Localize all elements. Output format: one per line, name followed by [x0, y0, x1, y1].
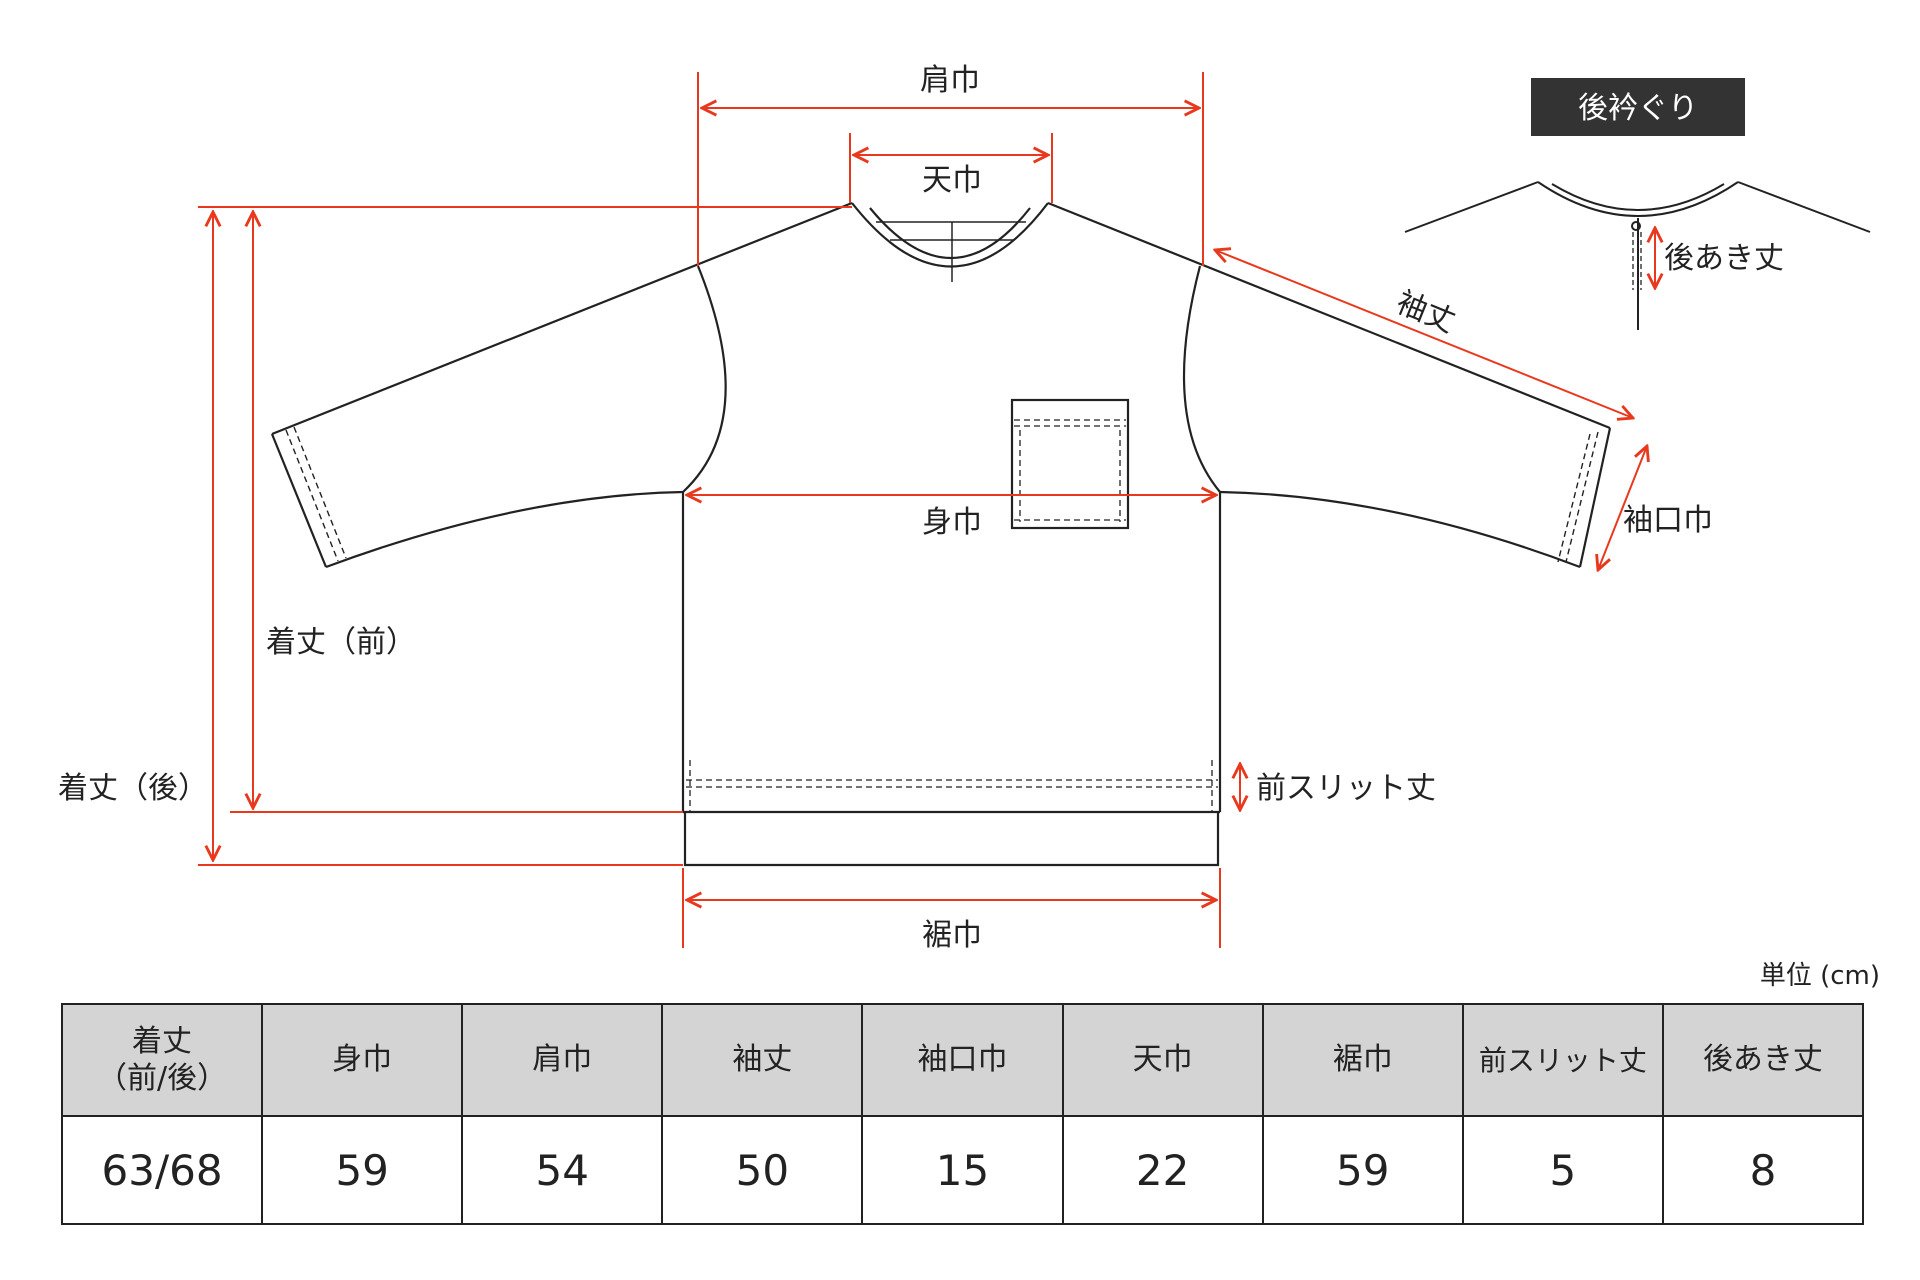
header-length: 着丈 （前/後） [60, 1003, 264, 1117]
garment-diagram: 後衿ぐり 肩巾 天巾 袖丈 袖口巾 身巾 着丈（前） 着丈（後） 前スリット丈 … [58, 63, 1871, 953]
diagram-labels: 肩巾 天巾 袖丈 袖口巾 身巾 着丈（前） 着丈（後） 前スリット丈 裾巾 後あ… [58, 63, 1784, 953]
label-sleeve-length: 袖丈 [1391, 285, 1460, 340]
label-cuff-width: 袖口巾 [1623, 503, 1713, 538]
label-body-width: 身巾 [922, 505, 982, 540]
label-front-slit: 前スリット丈 [1256, 771, 1436, 806]
size-table: 着丈 （前/後） 身巾 肩巾 袖丈 袖口巾 天巾 裾巾 前スリット丈 後あき丈 … [60, 1003, 1865, 1225]
inset-title-box [1531, 78, 1745, 136]
header-back-opening: 後あき丈 [1661, 1003, 1865, 1117]
dimension-lines [198, 72, 1647, 948]
value-shoulder-width: 54 [461, 1115, 664, 1225]
inset-title: 後衿ぐり [1578, 91, 1698, 126]
label-length-back: 着丈（後） [58, 771, 208, 806]
label-neck-width: 天巾 [922, 163, 982, 198]
header-neck-width: 天巾 [1061, 1003, 1264, 1117]
header-body-width: 身巾 [261, 1003, 464, 1117]
value-body-width: 59 [261, 1115, 464, 1225]
label-shoulder-width: 肩巾 [920, 63, 980, 98]
table-row: 63/68 59 54 50 15 22 59 5 8 [60, 1115, 1865, 1225]
back-neck-inset: 後衿ぐり [1404, 78, 1871, 330]
unit-note: 単位 (cm) [1759, 961, 1880, 991]
garment-outline [270, 201, 1612, 867]
value-back-opening: 8 [1661, 1115, 1865, 1225]
value-cuff-width: 15 [861, 1115, 1064, 1225]
value-neck-width: 22 [1061, 1115, 1264, 1225]
header-cuff-width: 袖口巾 [861, 1003, 1064, 1117]
value-front-slit: 5 [1461, 1115, 1664, 1225]
value-length: 63/68 [60, 1115, 264, 1225]
value-hem-width: 59 [1261, 1115, 1464, 1225]
header-hem-width: 裾巾 [1261, 1003, 1464, 1117]
table-header-row: 着丈 （前/後） 身巾 肩巾 袖丈 袖口巾 天巾 裾巾 前スリット丈 後あき丈 [60, 1003, 1865, 1117]
label-length-front: 着丈（前） [266, 625, 416, 660]
value-sleeve-length: 50 [661, 1115, 864, 1225]
header-shoulder-width: 肩巾 [461, 1003, 664, 1117]
label-hem-width: 裾巾 [922, 918, 982, 953]
header-sleeve-length: 袖丈 [661, 1003, 864, 1117]
header-front-slit: 前スリット丈 [1461, 1003, 1664, 1117]
label-back-opening: 後あき丈 [1664, 241, 1784, 276]
